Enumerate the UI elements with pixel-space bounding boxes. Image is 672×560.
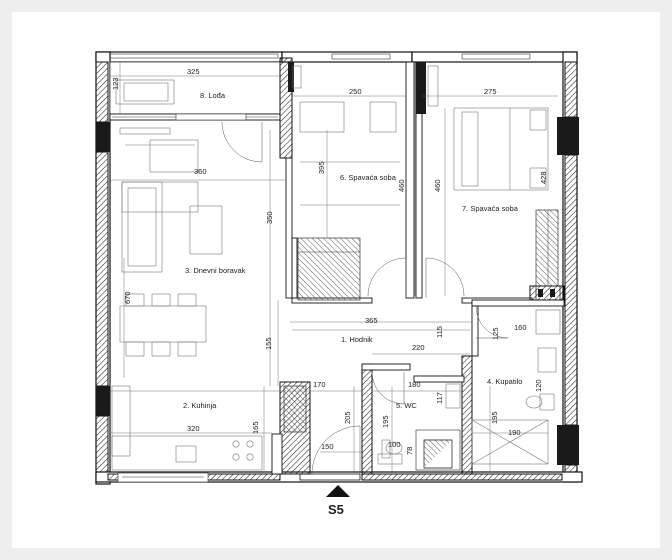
dim-label: 325: [187, 67, 200, 76]
dim-label: 275: [484, 87, 497, 96]
section-marker: S5: [326, 485, 350, 517]
dim-label: 460: [397, 179, 406, 192]
room-label-bedroom-7: 7. Spavaća soba: [462, 204, 519, 213]
exterior-walls: [95, 51, 583, 485]
dim-label: 320: [187, 424, 200, 433]
dim-label: 180: [408, 380, 421, 389]
dim-label: 190: [508, 428, 521, 437]
section-label: S5: [328, 502, 344, 517]
dim-label: 195: [490, 411, 499, 424]
dim-label: 100: [388, 440, 401, 449]
dim-label: 428: [539, 171, 548, 184]
dim-label: 365: [365, 316, 378, 325]
dim-label: 150: [321, 442, 334, 451]
dim-label: 115: [435, 326, 444, 338]
dim-label: 78: [405, 447, 414, 455]
room-labels: 8. Lođa 6. Spavaća soba 7. Spavaća soba …: [183, 91, 522, 410]
room-label-kitchen: 2. Kuhinja: [183, 401, 217, 410]
dim-label: 165: [251, 421, 260, 434]
dim-label: 125: [491, 327, 500, 340]
room-label-bedroom-6: 6. Spavaća soba: [340, 173, 397, 182]
dim-label: 123: [111, 77, 120, 90]
dimension-lines: [110, 62, 558, 472]
dim-label: 670: [123, 291, 132, 304]
dim-label: 170: [313, 380, 326, 389]
room-label-hall: 1. Hodnik: [341, 335, 373, 344]
dim-label: 395: [317, 161, 326, 174]
dim-label: 360: [194, 167, 207, 176]
doors: [221, 121, 509, 475]
dim-label: 120: [534, 379, 543, 392]
dim-label: 160: [514, 323, 527, 332]
furniture: [111, 101, 561, 471]
dim-label: 250: [349, 87, 362, 96]
dim-label: 155: [264, 337, 273, 350]
room-label-wc: 5. WC: [396, 401, 417, 410]
dim-label: 220: [412, 343, 425, 352]
dim-label: 195: [381, 415, 390, 428]
room-label-loda: 8. Lođa: [200, 91, 226, 100]
dimension-labels: 325 123 250 275 360 395 460 460 428 350 …: [111, 67, 548, 455]
radiators: [119, 62, 439, 135]
dim-label: 460: [433, 179, 442, 192]
shaft: [415, 429, 461, 471]
section-arrow-icon: [326, 485, 350, 497]
room-label-bath: 4. Kupatilo: [487, 377, 522, 386]
room-label-living: 3. Dnevni boravak: [185, 266, 246, 275]
wardrobes: [283, 209, 559, 433]
dim-label: 350: [265, 211, 274, 224]
dim-label: 205: [343, 411, 352, 424]
loggia: [109, 61, 281, 121]
dim-label: 117: [435, 392, 444, 404]
